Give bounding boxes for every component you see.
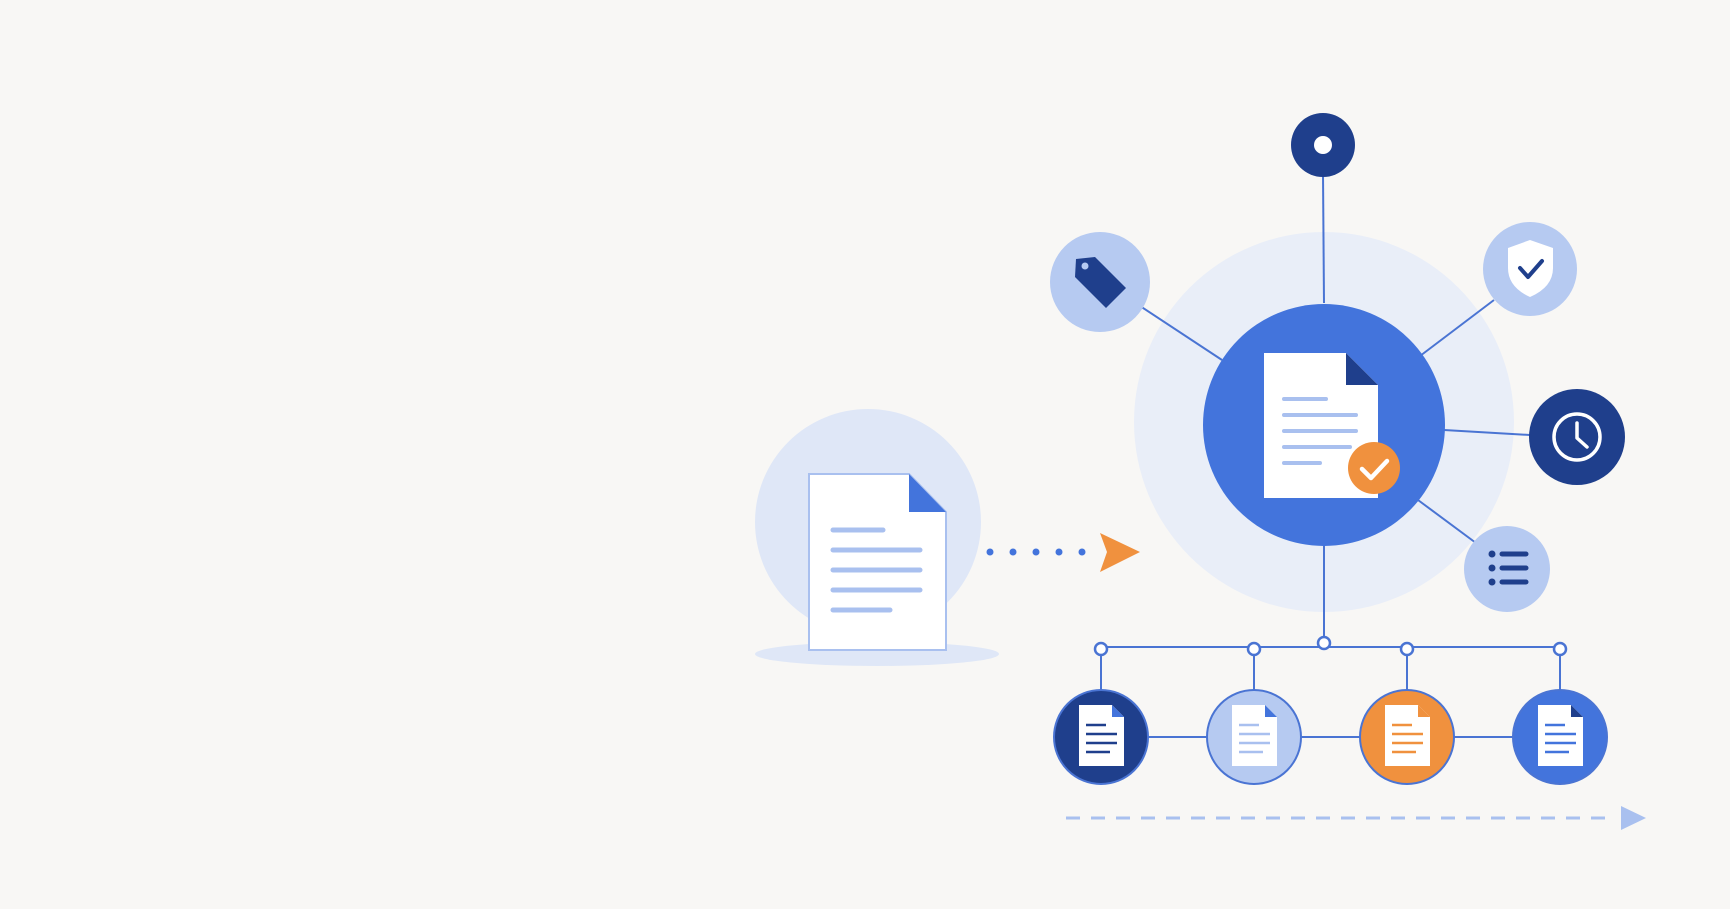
flow-dot [1055, 548, 1063, 556]
hub-node [1203, 304, 1445, 546]
flow-dot [1032, 548, 1040, 556]
connector-top [1322, 173, 1325, 304]
connector-list [1417, 499, 1477, 544]
bus-joints [1093, 635, 1568, 657]
arrow-head-icon [1100, 533, 1140, 572]
source-document-group [755, 409, 999, 666]
clock-node [1529, 389, 1625, 485]
output-doc-2 [1206, 689, 1302, 785]
output-doc-1 [1053, 689, 1149, 785]
check-badge-icon [1348, 442, 1400, 494]
bus-joint [1552, 641, 1568, 657]
tag-icon [1075, 257, 1126, 308]
list-node [1464, 526, 1550, 612]
output-doc-4 [1512, 689, 1608, 785]
document-icon [1079, 705, 1124, 766]
flow-dot [986, 548, 994, 556]
flow-arrow [986, 533, 1140, 572]
circle-dot-icon [1314, 136, 1332, 154]
shield-node [1483, 222, 1577, 316]
top-node [1291, 113, 1355, 177]
bus-joint [1093, 641, 1109, 657]
connector-shield [1419, 299, 1495, 357]
clock-icon [1552, 412, 1602, 462]
document-check-icon [1264, 353, 1400, 498]
document-icon [1538, 705, 1583, 766]
connector-tag [1139, 305, 1223, 361]
timeline-arrow [1066, 806, 1646, 830]
hub-connectors [1139, 173, 1531, 643]
shield-check-icon [1508, 240, 1553, 297]
list-icon [1488, 550, 1529, 586]
document-icon [1385, 705, 1430, 766]
distribution-bus [1100, 646, 1561, 738]
arrow-head-icon [1621, 806, 1646, 830]
tag-node [1050, 232, 1150, 332]
flow-dot [1078, 548, 1086, 556]
document-icon [1232, 705, 1277, 766]
bus-joint [1316, 635, 1332, 651]
connector-clock [1443, 429, 1531, 436]
document-icon [808, 473, 947, 651]
bus-joint [1246, 641, 1262, 657]
output-doc-3 [1359, 689, 1455, 785]
flow-dot [1009, 548, 1017, 556]
bus-joint [1399, 641, 1415, 657]
